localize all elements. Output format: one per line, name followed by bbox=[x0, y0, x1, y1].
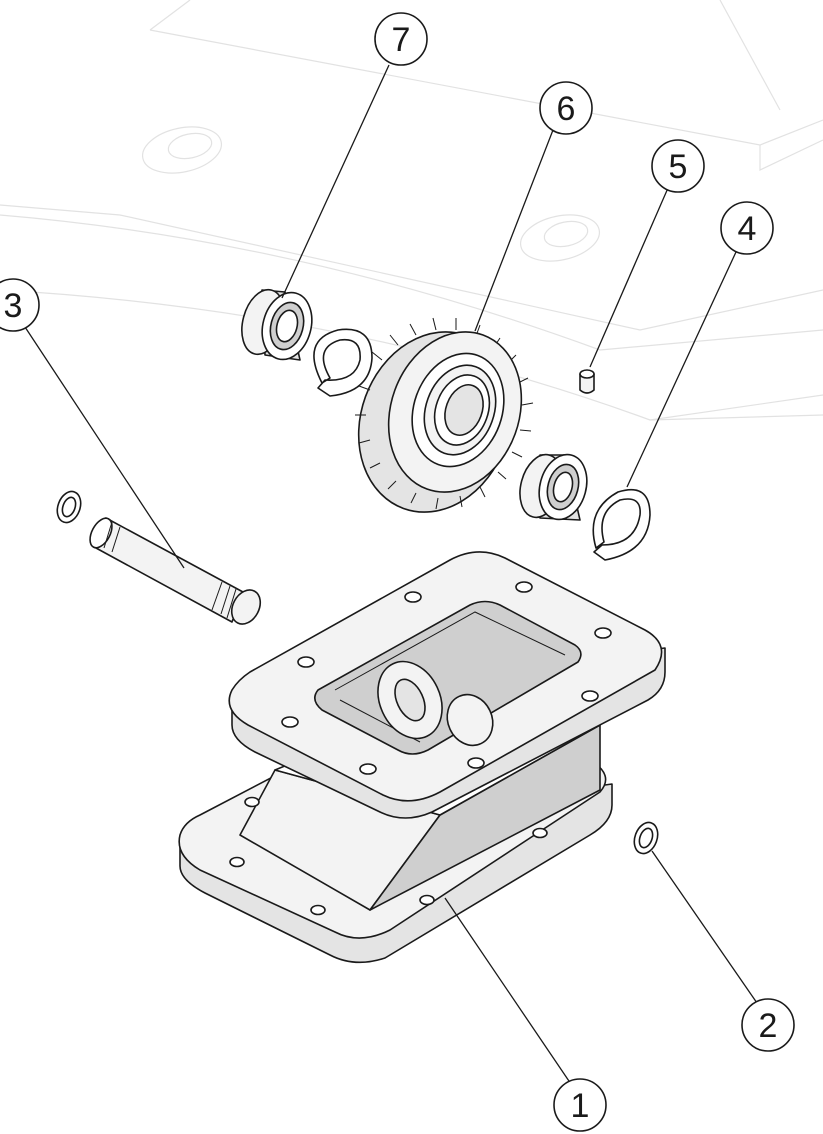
o-ring-small-right bbox=[633, 821, 659, 855]
callout-3: 3 bbox=[0, 278, 40, 332]
callout-7-label: 7 bbox=[392, 21, 411, 59]
callout-5: 5 bbox=[651, 139, 705, 193]
callout-6: 6 bbox=[539, 81, 593, 135]
callout-2: 2 bbox=[741, 998, 795, 1052]
gear bbox=[355, 317, 534, 513]
housing-opening bbox=[314, 600, 582, 755]
retaining-ring-right bbox=[592, 488, 651, 561]
housing bbox=[178, 551, 666, 964]
callout-2-label: 2 bbox=[759, 1007, 778, 1045]
callout-4-label: 4 bbox=[738, 210, 757, 248]
o-ring-small-left bbox=[56, 490, 82, 524]
callout-4: 4 bbox=[720, 201, 774, 255]
callout-7: 7 bbox=[374, 12, 428, 66]
leader-lines bbox=[24, 64, 758, 1088]
callout-5-label: 5 bbox=[669, 148, 688, 186]
key-pin bbox=[579, 369, 595, 394]
retaining-ring-left bbox=[313, 328, 373, 397]
background-ghost-housing bbox=[0, 0, 823, 421]
bearing-lower bbox=[519, 453, 588, 521]
housing-bottom-bolt-holes bbox=[229, 796, 548, 916]
callout-6-label: 6 bbox=[557, 90, 576, 128]
shaft bbox=[89, 517, 262, 625]
housing-upper-bolt-holes bbox=[281, 581, 612, 775]
callout-3-label: 3 bbox=[4, 287, 23, 325]
callout-1-label: 1 bbox=[571, 1087, 590, 1125]
callout-1: 1 bbox=[553, 1078, 607, 1132]
bearing-upper bbox=[241, 288, 313, 361]
